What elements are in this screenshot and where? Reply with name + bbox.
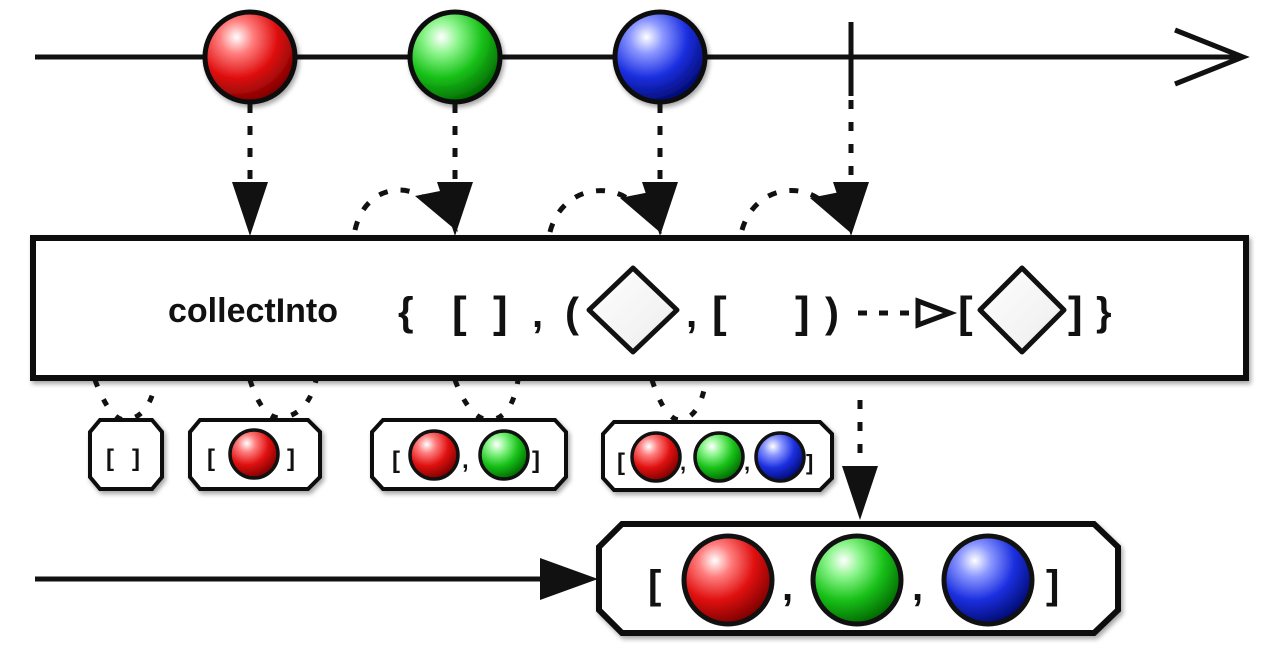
operator-close-paren: ): [825, 289, 839, 336]
collection-marble-green: [478, 429, 530, 481]
source-marble-blue: [612, 9, 708, 105]
bracket-open: [: [207, 445, 215, 472]
result-marble-red: [681, 533, 775, 627]
completion-arrowhead: [842, 466, 878, 520]
operator-open-arrowhead: [915, 297, 958, 329]
operator-out-close-bracket: ]: [1068, 288, 1083, 337]
collection-marble-red: [630, 431, 682, 483]
bracket-open: [: [617, 449, 625, 476]
result-comma-1: ,: [782, 565, 793, 609]
bracket-open: [: [106, 445, 114, 472]
result-open-bracket: [: [648, 563, 661, 607]
collection-marble-blue: [754, 431, 806, 483]
bracket-open: [: [392, 447, 400, 474]
result-marble-green: [810, 533, 904, 627]
source-marble-red: [202, 9, 298, 105]
result-comma-2: ,: [912, 565, 923, 609]
operator-init-open-bracket: [: [452, 288, 467, 337]
intermediate-connectors: [92, 379, 709, 423]
operator-name: collectInto: [168, 292, 338, 330]
result-marble-blue: [941, 533, 1035, 627]
result-collection: [ , , ]: [596, 521, 1121, 636]
operator-out-open-bracket: [: [958, 288, 973, 337]
source-marble-green: [407, 9, 503, 105]
feedback-arrowheads: [415, 190, 852, 234]
source-timeline-arrowhead: [1174, 27, 1250, 87]
intermediate-collection-3: [ , , ]: [601, 420, 834, 492]
emission-arrows: [247, 100, 854, 190]
output-timeline-arrowhead: [540, 558, 598, 600]
operator-out-diamond: [977, 265, 1067, 355]
result-close-bracket: ]: [1046, 563, 1059, 607]
bracket-close: ]: [532, 447, 540, 474]
bracket-close: ]: [806, 450, 813, 475]
operator-acc-open-bracket: [: [712, 288, 727, 337]
operator-comma-2: ,: [686, 292, 697, 336]
collection-marble-red: [408, 429, 460, 481]
bracket-close: ]: [287, 445, 295, 472]
operator-item-diamond: [586, 265, 680, 355]
operator-init-close-bracket: ]: [493, 288, 508, 337]
operator-acc-close-bracket: ]: [795, 288, 810, 337]
collection-comma: ,: [744, 450, 750, 475]
intermediate-collection-1: [ ]: [188, 418, 322, 491]
intermediate-collection-empty: [ ]: [88, 418, 164, 491]
bracket-close: ]: [132, 445, 140, 472]
operator-close-brace: }: [1096, 290, 1112, 334]
collection-marble-green: [693, 431, 745, 483]
operator-open-paren: (: [565, 289, 579, 336]
collection-comma: ,: [462, 447, 469, 474]
operator-open-brace: {: [398, 290, 414, 334]
intermediate-collection-2: [ , ]: [370, 418, 568, 491]
collection-marble-red: [228, 428, 280, 480]
operator-comma-1: ,: [532, 292, 543, 336]
collection-comma: ,: [680, 450, 686, 475]
